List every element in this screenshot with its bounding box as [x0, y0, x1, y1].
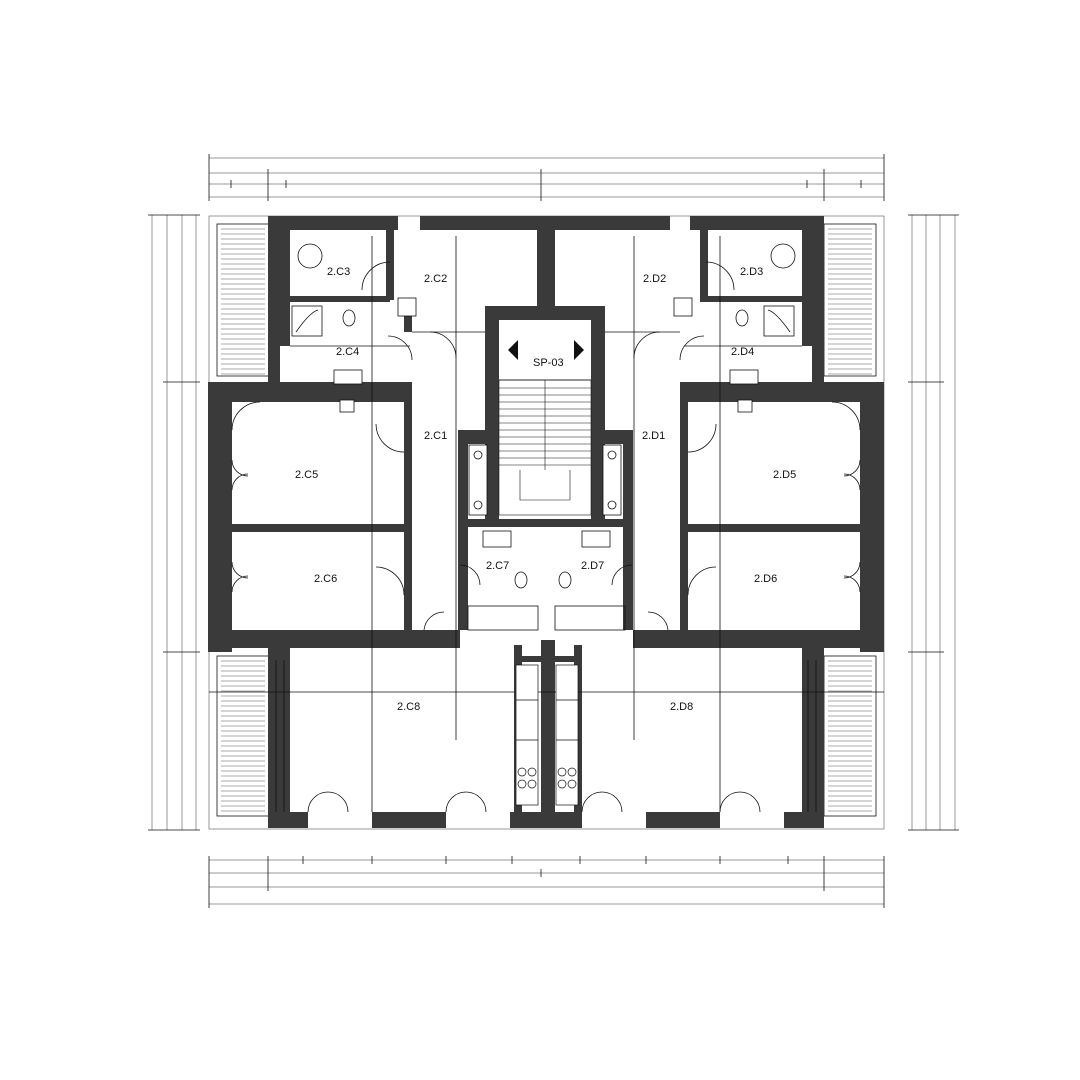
dimension-lines-right [911, 215, 956, 830]
dimension-lines-top [209, 157, 884, 198]
sink-icon [333, 297, 759, 548]
walls [208, 216, 884, 828]
room-label-sp03: SP-03 [533, 357, 564, 369]
room-label-2c8: 2.C8 [397, 701, 420, 713]
dimension-lines-left [151, 215, 197, 830]
stair-arrow-right-icon [574, 340, 584, 360]
room-label-2c7: 2.C7 [486, 560, 509, 572]
kitchen-units [515, 664, 579, 806]
stair-arrow-left-icon [508, 340, 518, 360]
shaft-details [468, 444, 622, 516]
room-label-2d1: 2.D1 [642, 430, 665, 442]
room-label-2c6: 2.C6 [314, 573, 337, 585]
stair-steps [498, 379, 592, 516]
room-label-2c5: 2.C5 [295, 469, 318, 481]
room-label-2d8: 2.D8 [670, 701, 693, 713]
dimension-ticks [148, 154, 959, 908]
room-label-2d7: 2.D7 [581, 560, 604, 572]
toilet-icon [342, 309, 749, 589]
shower-icon [291, 243, 796, 337]
room-label-2d2: 2.D2 [643, 273, 666, 285]
room-label-2d6: 2.D6 [754, 573, 777, 585]
dimension-lines-bottom [209, 859, 884, 905]
room-label-2c2: 2.C2 [424, 273, 447, 285]
room-label-2c1: 2.C1 [424, 430, 447, 442]
room-label-2c3: 2.C3 [327, 266, 350, 278]
bathtub [467, 605, 626, 631]
door-swing-icon [231, 261, 861, 813]
room-label-2d3: 2.D3 [740, 266, 763, 278]
room-label-2d4: 2.D4 [731, 346, 754, 358]
balcony-hatch-icon [216, 223, 877, 817]
room-label-2c4: 2.C4 [336, 346, 359, 358]
room-labels: 2.C3 2.C2 2.D2 2.D3 2.C4 2.D4 SP-03 2.C1… [295, 266, 796, 713]
room-label-2d5: 2.D5 [773, 469, 796, 481]
